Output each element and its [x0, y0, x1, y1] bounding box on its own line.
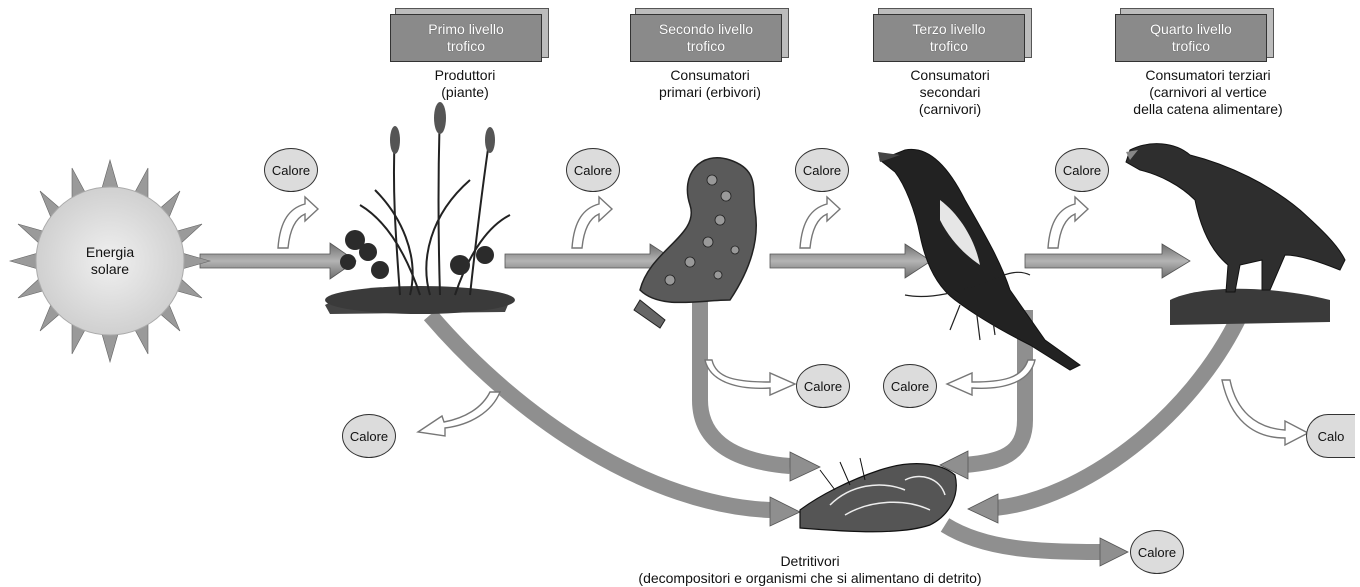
heat-circle-plants-down: Calore — [342, 414, 396, 458]
heat-arrow-herbivore-down — [705, 360, 795, 395]
plant-icon — [325, 102, 515, 314]
heat-circle-herbivore-down: Calore — [796, 364, 850, 408]
trophic-level-box-4: Quarto livello trofico — [1115, 14, 1267, 62]
heat-arrow-top-down — [1222, 380, 1308, 445]
trophic-level-box-1: Primo livello trofico — [390, 14, 542, 62]
level-description-4: Consumatori terziari (carnivori al verti… — [1098, 67, 1318, 118]
caterpillar-icon — [634, 158, 756, 328]
level-description-2: Consumatori primari (erbivori) — [625, 67, 795, 101]
level-description-1: Produttori (piante) — [400, 67, 530, 101]
trophic-level-title-1: Primo livello trofico — [428, 21, 503, 55]
heat-arrow-herbivore — [572, 197, 612, 248]
trophic-level-title-2: Secondo livello trofico — [659, 21, 753, 55]
trophic-level-title-4: Quarto livello trofico — [1150, 21, 1232, 55]
detritivore-icon — [800, 458, 956, 532]
sun-label: Energia solare — [70, 244, 150, 278]
heat-arrow-detritus-left — [418, 392, 500, 436]
heat-circle-herbivore: Calore — [566, 148, 620, 192]
heat-arrow-top — [1048, 197, 1088, 248]
heat-circle-plants: Calore — [264, 148, 318, 192]
heat-circle-top: Calore — [1055, 148, 1109, 192]
level-description-3: Consumatori secondari (carnivori) — [875, 67, 1025, 118]
arrow-detritus-to-heat — [945, 525, 1100, 552]
heat-arrow-plants — [278, 197, 318, 248]
eagle-icon — [1126, 144, 1345, 325]
arrow-carnivore-to-top — [1025, 244, 1190, 278]
detritivores-caption: Detritivori (decompositori e organismi c… — [560, 553, 1060, 587]
arrow-herbivore-to-carnivore — [770, 244, 931, 278]
trophic-level-box-2: Secondo livello trofico — [630, 14, 782, 62]
heat-circle-carnivore: Calore — [795, 148, 849, 192]
trophic-level-box-3: Terzo livello trofico — [873, 14, 1025, 62]
heat-circle-carnivore-down: Calore — [883, 364, 937, 408]
trophic-level-title-3: Terzo livello trofico — [912, 21, 985, 55]
heat-circle-detritus: Calore — [1130, 530, 1184, 574]
heat-circle-top-down: Calo — [1306, 414, 1355, 458]
heat-arrow-carnivore — [800, 197, 840, 248]
